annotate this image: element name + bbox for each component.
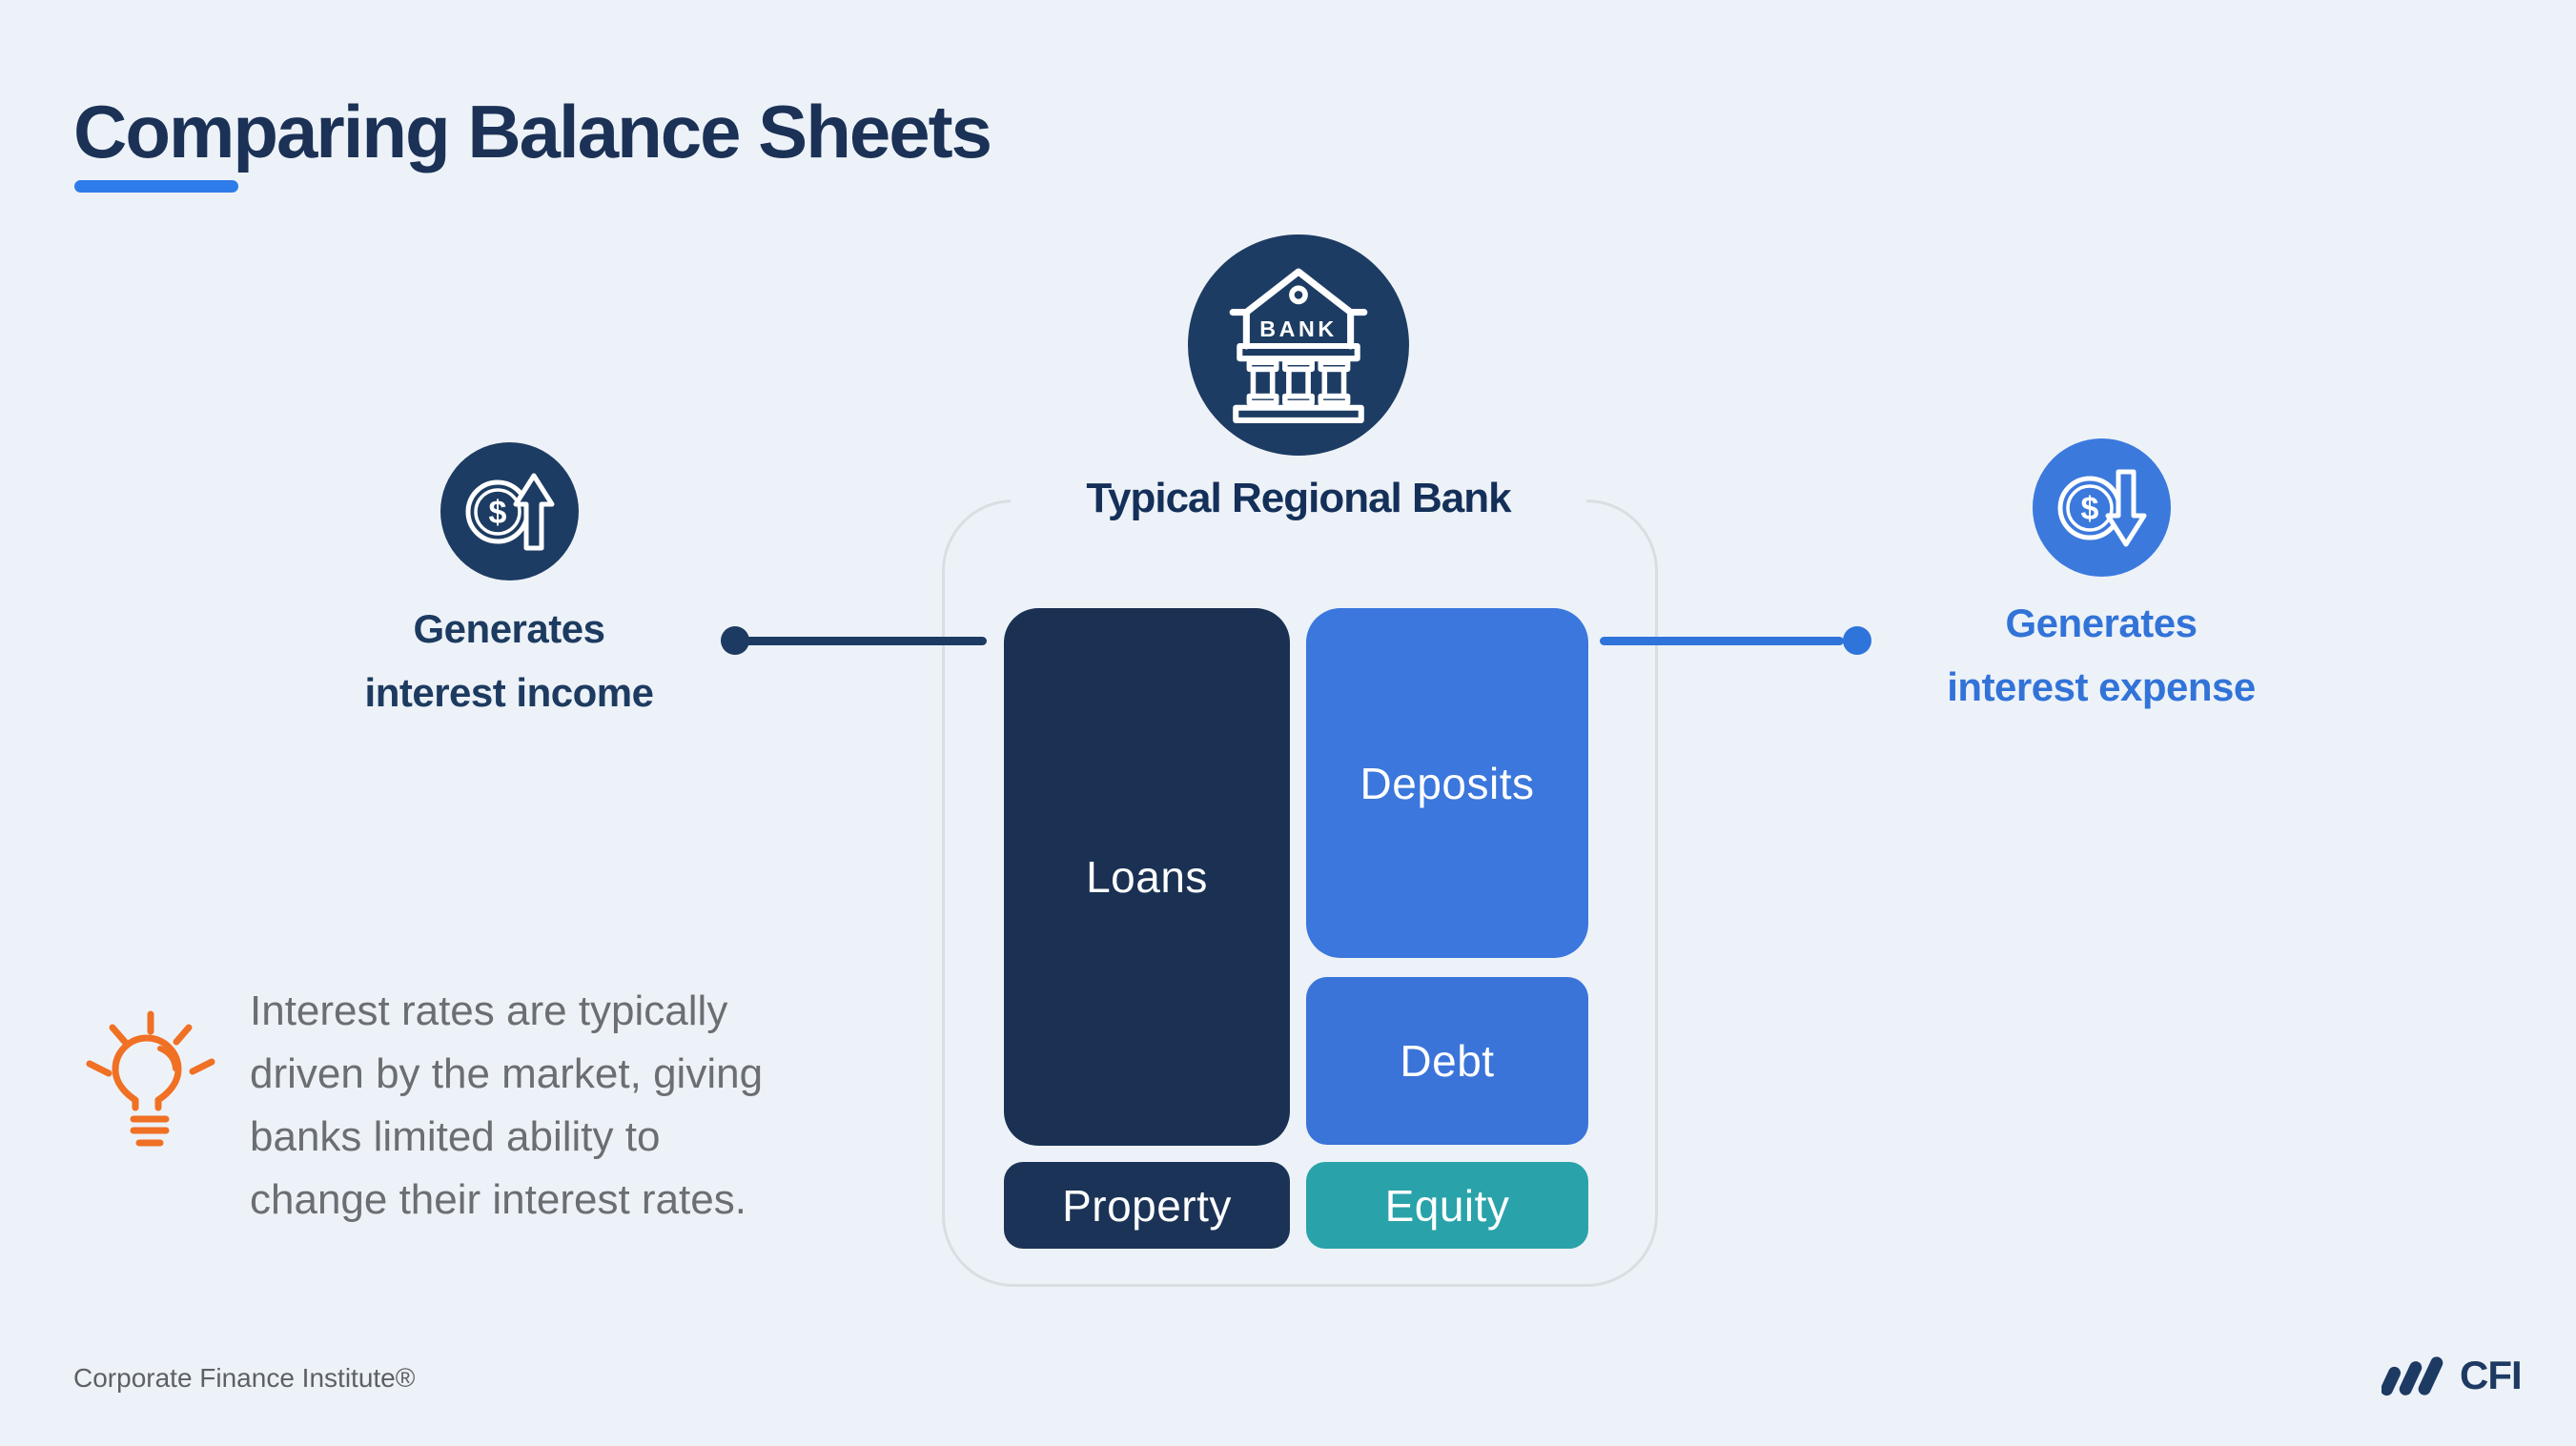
bank-pediment-walls	[1242, 309, 1355, 350]
lightbulb-highlight	[157, 1046, 178, 1071]
title-underline-accent	[74, 180, 238, 193]
block-deposits-label: Deposits	[1360, 758, 1535, 808]
tip-line: change their interest rates.	[250, 1176, 746, 1223]
block-property: Property	[1004, 1162, 1290, 1249]
expense-icon-badge: $	[2033, 438, 2171, 577]
bank-entablature	[1237, 342, 1360, 362]
cfi-logo: CFI	[2382, 1352, 2523, 1399]
lightbulb-rays	[86, 1010, 215, 1077]
page-title: Comparing Balance Sheets	[73, 90, 992, 173]
footer-company-name: Corporate Finance Institute®	[73, 1363, 416, 1393]
income-currency-symbol: $	[488, 495, 506, 531]
bank-icon: BANK	[1229, 268, 1368, 423]
bank-columns	[1246, 359, 1351, 406]
tip-line: driven by the market, giving	[250, 1050, 764, 1097]
expense-currency-symbol: $	[2080, 491, 2098, 527]
cfi-logo-slashes-icon	[2382, 1356, 2443, 1396]
lightbulb-icon	[84, 1008, 217, 1151]
bank-window	[1289, 285, 1308, 305]
bank-roof	[1229, 268, 1368, 316]
block-deposits: Deposits	[1306, 608, 1588, 958]
income-connector-dot	[721, 626, 749, 655]
money-increase-icon: $	[465, 473, 554, 550]
expense-connector-line	[1600, 637, 1844, 645]
expense-label-line2: interest expense	[1947, 664, 2256, 709]
block-loans-label: Loans	[1086, 852, 1208, 902]
up-arrow	[513, 473, 554, 550]
expense-callout-label: Generates interest expense	[1891, 591, 2311, 719]
bank-icon-label: BANK	[1259, 316, 1337, 341]
bank-badge: BANK	[1188, 234, 1409, 456]
income-label-line1: Generates	[413, 606, 605, 651]
expense-connector-dot	[1843, 626, 1871, 655]
block-loans: Loans	[1004, 608, 1290, 1146]
tip-line: Interest rates are typically	[250, 988, 728, 1034]
income-label-line2: interest income	[364, 670, 654, 715]
tip-text: Interest rates are typically driven by t…	[250, 980, 860, 1232]
block-equity: Equity	[1306, 1162, 1588, 1249]
cfi-logo-text: CFI	[2460, 1353, 2523, 1397]
tip-line: banks limited ability to	[250, 1113, 661, 1160]
bank-base	[1233, 404, 1364, 423]
down-arrow	[2105, 469, 2146, 546]
block-equity-label: Equity	[1384, 1180, 1510, 1231]
block-debt-label: Debt	[1400, 1036, 1495, 1086]
bank-caption: Typical Regional Bank	[1011, 469, 1586, 528]
income-icon-badge: $	[440, 442, 579, 580]
block-property-label: Property	[1062, 1180, 1232, 1231]
income-callout-label: Generates interest income	[299, 597, 719, 724]
money-decrease-icon: $	[2057, 469, 2146, 546]
block-debt: Debt	[1306, 977, 1588, 1145]
income-connector-line	[735, 637, 987, 645]
expense-label-line1: Generates	[2005, 601, 2198, 645]
lightbulb-globe	[112, 1034, 182, 1111]
